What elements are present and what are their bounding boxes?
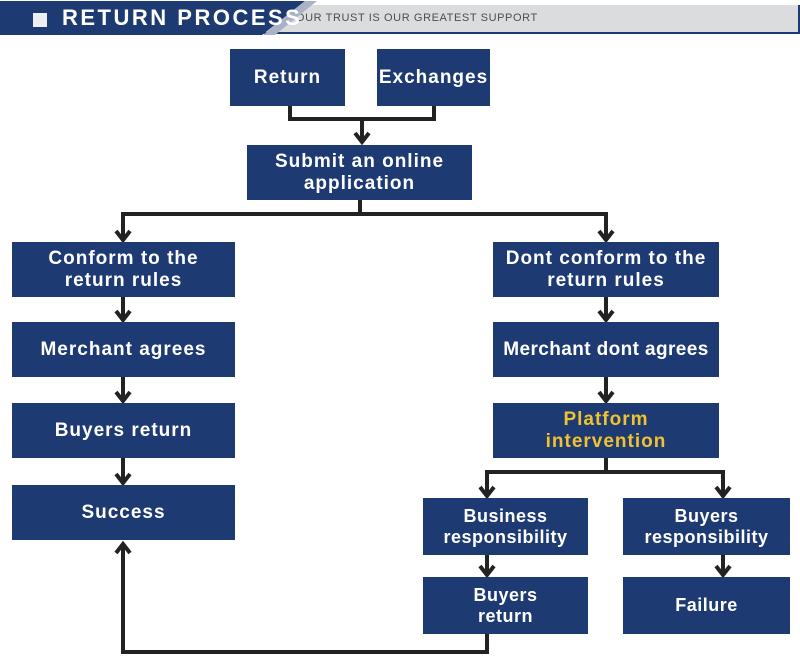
node-business-responsibility: Business responsibility [423,498,588,555]
page-title: RETURN PROCESS [62,5,303,30]
arrowhead-down-icon [714,564,732,579]
node-return: Return [230,49,345,106]
arrowhead-down-icon [353,131,371,146]
arrowhead-down-icon [597,309,615,324]
node-dont-conform-rules: Dont conform to the return rules [493,242,719,297]
node-buyers-return: Buyers return [12,403,235,458]
node-merchant-dont-agrees: Merchant dont agrees [493,322,719,377]
arrowhead-down-icon [597,390,615,405]
connector-platform-split [485,470,725,495]
node-platform-intervention: Platform intervention [493,403,719,458]
node-conform-rules: Conform to the return rules [12,242,235,297]
square-bullet-icon [33,13,47,27]
arrowhead-down-icon [114,390,132,405]
node-submit-application: Submit an online application [247,145,472,200]
connector-feedback [121,545,489,654]
arrowhead-down-icon [478,564,496,579]
connector-split [121,212,608,239]
node-exchanges: Exchanges [377,49,490,106]
arrowhead-down-icon [114,229,132,244]
arrowhead-up-icon [114,540,132,555]
node-buyers-responsibility: Buyers responsibility [623,498,790,555]
arrowhead-down-icon [714,485,732,500]
header-tagline: YOUR TRUST IS OUR GREATEST SUPPORT [288,12,538,24]
arrowhead-down-icon [114,309,132,324]
node-merchant-agrees: Merchant agrees [12,322,235,377]
arrowhead-down-icon [478,485,496,500]
connector-merge [288,106,436,121]
node-failure: Failure [623,577,790,634]
node-buyers-return-2: Buyers return [423,577,588,634]
arrowhead-down-icon [114,472,132,487]
arrowhead-down-icon [597,229,615,244]
header-banner [0,1,305,35]
node-success: Success [12,485,235,540]
